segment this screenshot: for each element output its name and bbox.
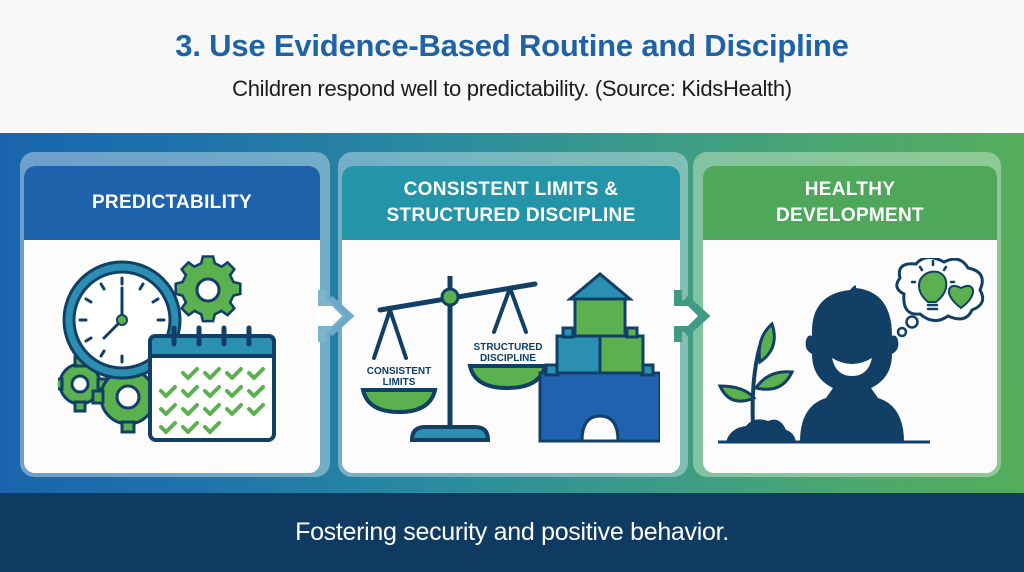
panel-consistent-limits: CONSISTENT LIMITS & STRUCTURED DISCIPLIN… [342,166,680,473]
child-silhouette-icon [800,285,904,442]
thought-bubble-icon [895,258,985,338]
panel-title-line-1: CONSISTENT LIMITS & [403,179,619,200]
gear-icon [174,255,242,323]
balance-scale-icon: CONSISTENT LIMITS STRUCTURED DISCIPLINE [360,276,548,442]
panel-header-predictability: PREDICTABILITY [24,166,320,240]
arrow-right-icon [318,290,355,342]
panel-title-line-1: HEALTHY [804,179,896,200]
panel-title-line-2: DEVELOPMENT [776,205,924,226]
panel-title-line-2: STRUCTURED DISCIPLINE [386,205,636,226]
healthy-development-illustration [717,258,985,444]
footer-bar: Fostering security and positive behavior… [0,493,1024,572]
scale-right-label-line-1: STRUCTURED [474,342,543,353]
arrow-right-icon [674,290,711,342]
consistent-limits-illustration: CONSISTENT LIMITS STRUCTURED DISCIPLINE [360,272,660,443]
title-area: 3. Use Evidence-Based Routine and Discip… [0,0,1024,133]
scale-left-label-line-1: CONSISTENT [367,366,431,377]
panel-header-healthy-development: HEALTHY DEVELOPMENT [703,166,997,240]
page-title: 3. Use Evidence-Based Routine and Discip… [175,28,849,63]
scale-left-label-line-2: LIMITS [383,377,416,388]
sprout-icon [717,321,796,442]
page-subtitle: Children respond well to predictability.… [232,76,792,101]
scale-right-label-line-2: DISCIPLINE [480,353,536,364]
building-blocks-icon [538,272,660,443]
predictability-illustration [58,255,276,442]
footer-text: Fostering security and positive behavior… [295,518,729,546]
panel-title: PREDICTABILITY [91,192,253,213]
lightbulb-icon [910,259,956,311]
calendar-icon [148,325,276,442]
heart-icon [947,284,975,310]
panel-header-consistent-limits: CONSISTENT LIMITS & STRUCTURED DISCIPLIN… [342,166,680,240]
